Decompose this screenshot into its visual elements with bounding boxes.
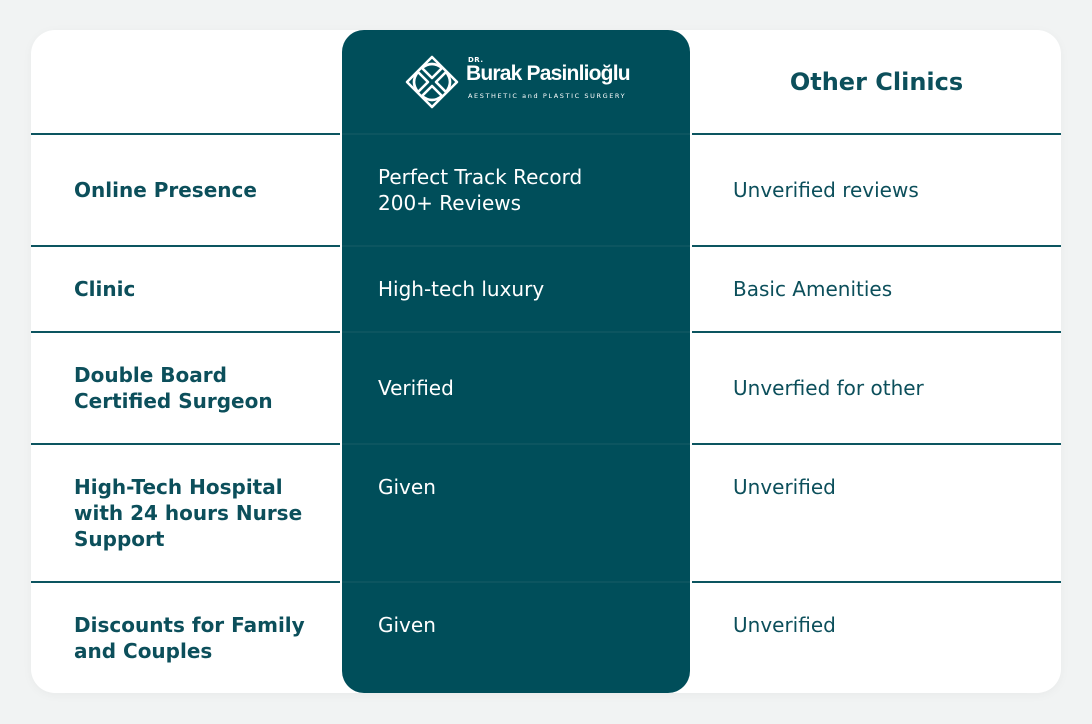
- row-divider: [31, 245, 1061, 247]
- row-label-board-certified: Double Board Certified Surgeon: [74, 363, 273, 413]
- other-value-board-certified: Unverfied for other: [733, 376, 924, 400]
- our-value-clinic: High-tech luxury: [378, 277, 545, 301]
- row-label-online-presence: Online Presence: [74, 178, 257, 202]
- interlaced-diamond-logo-icon: [405, 55, 459, 109]
- row-divider: [31, 133, 1061, 135]
- other-value-discounts: Unverified: [733, 613, 836, 637]
- row-divider: [31, 581, 1061, 583]
- other-value-clinic: Basic Amenities: [733, 277, 893, 301]
- brand-logo: DR. Burak Pasinlioğlu AESTHETIC and PLAS…: [404, 52, 631, 114]
- column-separator: [340, 30, 342, 693]
- row-label-discounts: Discounts for Family and Couples: [74, 613, 305, 663]
- our-value-hospital: Given: [378, 475, 436, 499]
- our-value-discounts: Given: [378, 613, 436, 637]
- other-value-hospital: Unverified: [733, 475, 836, 499]
- row-label-clinic: Clinic: [74, 277, 136, 301]
- row-label-hospital: High-Tech Hospital with 24 hours Nurse S…: [74, 475, 303, 551]
- other-value-online-presence: Unverified reviews: [733, 178, 919, 202]
- brand-prefix: DR.: [468, 56, 484, 64]
- brand-tagline: AESTHETIC and PLASTIC SURGERY: [468, 92, 627, 100]
- featured-column: [342, 30, 690, 693]
- row-divider: [31, 443, 1061, 445]
- row-divider: [31, 331, 1061, 333]
- column-separator: [690, 30, 692, 693]
- brand-name: Burak Pasinlioğlu: [466, 62, 631, 85]
- our-value-board-certified: Verified: [378, 376, 454, 400]
- other-clinics-heading: Other Clinics: [789, 68, 964, 96]
- our-value-online-presence: Perfect Track Record 200+ Reviews: [378, 165, 583, 215]
